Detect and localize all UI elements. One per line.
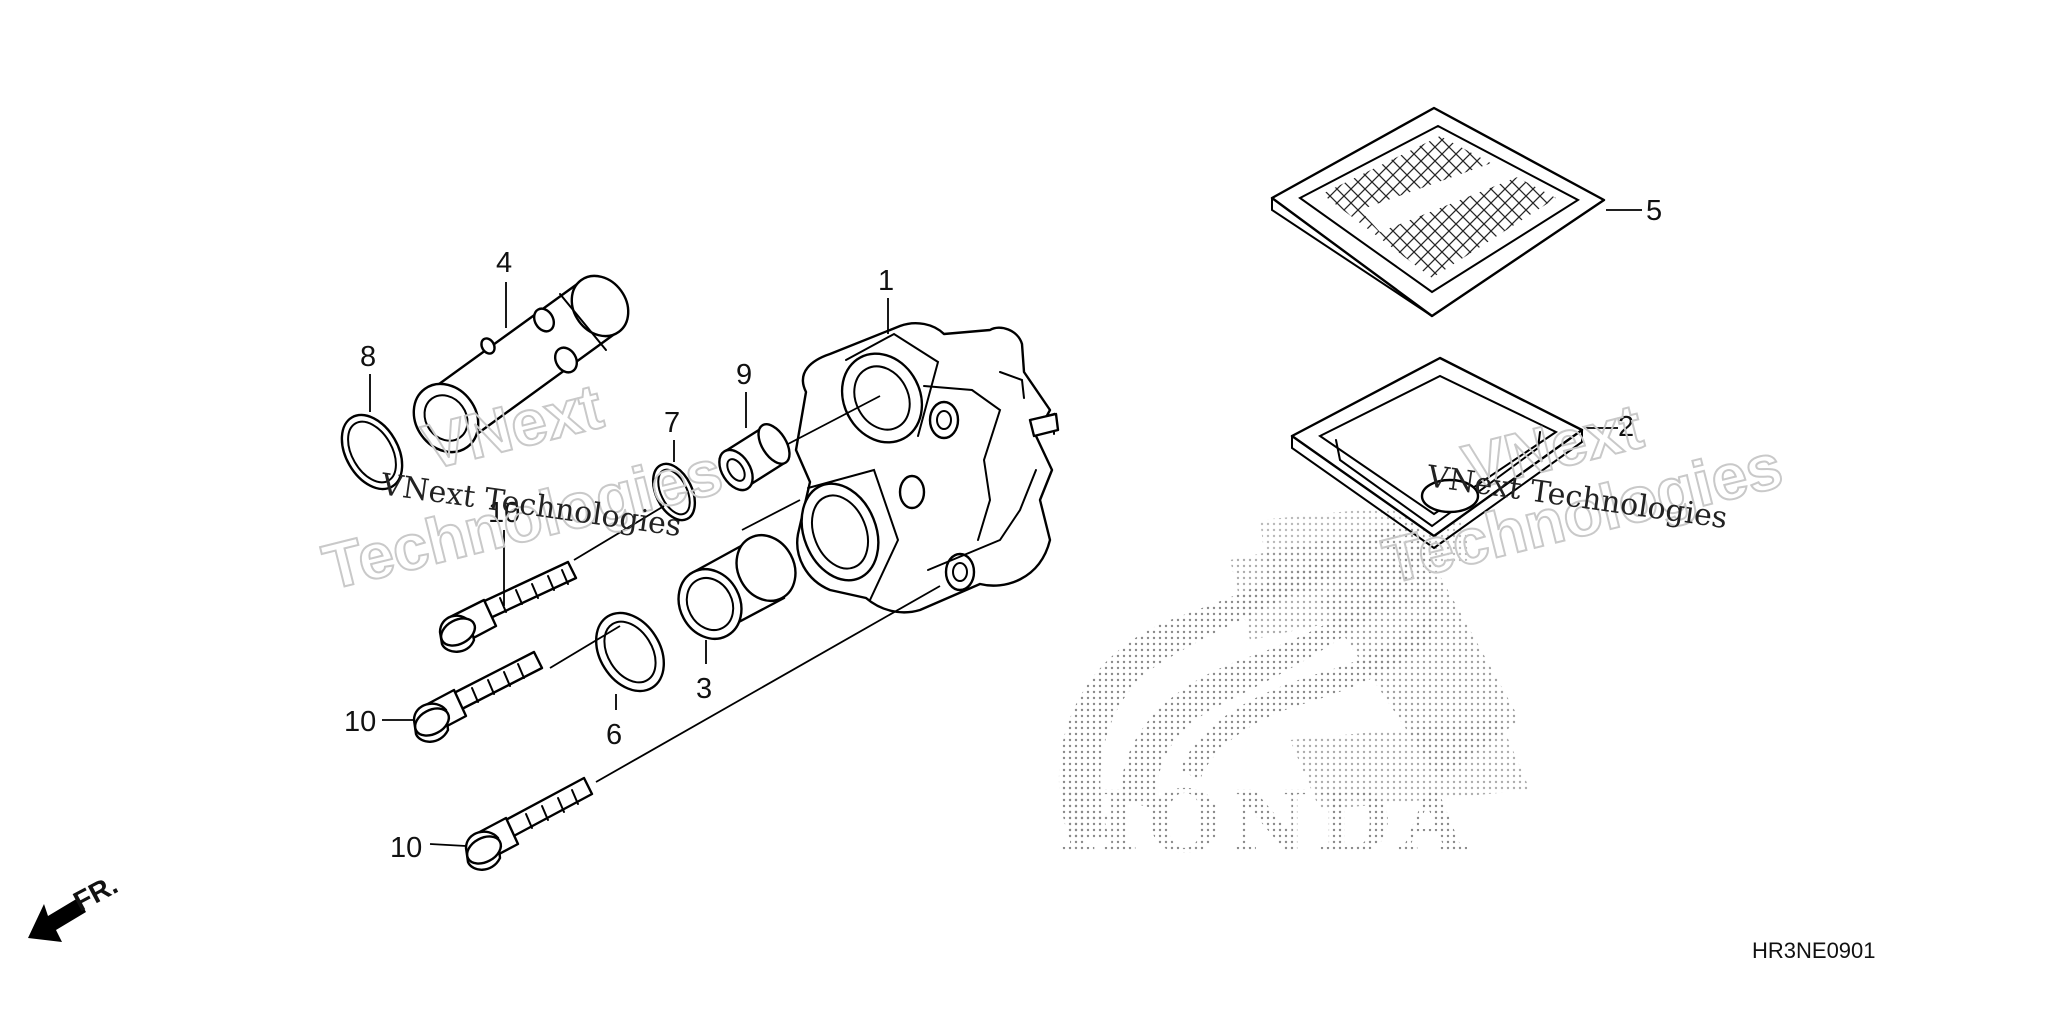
part-8-o-ring — [340, 413, 404, 491]
callout-9: 9 — [736, 359, 752, 391]
part-4-rotor-sleeve — [412, 274, 630, 454]
arrow-left-down-icon — [28, 898, 86, 942]
honda-brand-logo: HONDA — [1058, 772, 1474, 873]
callout-3: 3 — [696, 673, 712, 705]
assembly-lines — [549, 395, 941, 783]
part-10-bolt-lower — [464, 776, 594, 871]
callout-10-middle: 10 — [344, 706, 376, 738]
callout-4: 4 — [496, 247, 512, 279]
callout-leaders — [369, 209, 1642, 847]
diagram-code: HR3NE0901 — [1752, 938, 1876, 963]
callout-10-lower: 10 — [390, 832, 422, 864]
part-10-bolt-upper — [438, 560, 578, 653]
front-direction-indicator: FR. — [28, 869, 123, 942]
part-5-filter-screen — [1270, 106, 1606, 318]
callout-6: 6 — [606, 719, 622, 751]
callout-10-upper: 10 — [488, 497, 520, 529]
callout-8: 8 — [360, 341, 376, 373]
callout-5: 5 — [1646, 195, 1662, 227]
callout-2: 2 — [1618, 411, 1634, 443]
callout-1: 1 — [878, 265, 894, 297]
callout-7: 7 — [664, 407, 680, 439]
part-1-pump-body — [794, 322, 1060, 614]
part-10-bolt-middle — [412, 650, 544, 743]
honda-wing-logo: HONDA — [1058, 500, 1530, 873]
part-3-collar — [677, 534, 797, 640]
part-6-o-ring — [594, 611, 666, 693]
callout-labels: 1 2 3 4 5 6 7 8 9 10 10 10 — [344, 195, 1662, 864]
part-2-strainer-tray — [1290, 356, 1584, 550]
part-9-dowel-pin — [718, 423, 791, 492]
